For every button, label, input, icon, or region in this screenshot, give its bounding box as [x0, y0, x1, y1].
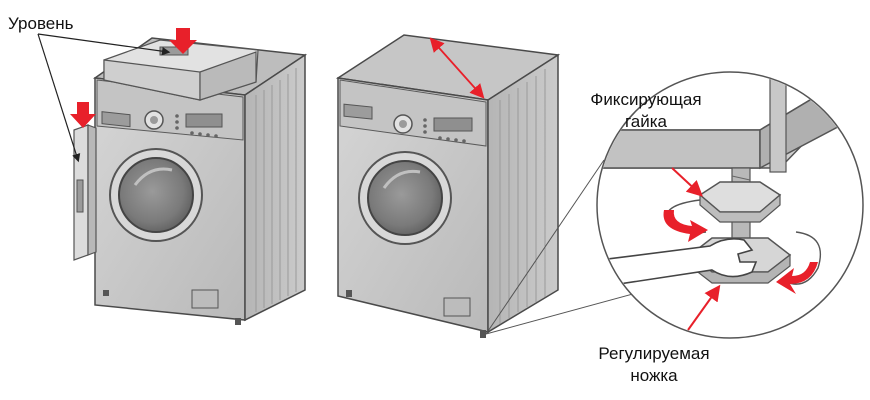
down-arrow-icon [70, 102, 96, 128]
washer-left [70, 28, 308, 325]
pointer-arrow-icon [687, 284, 721, 331]
label-adjustable-foot-line2: ножка [630, 366, 678, 385]
label-lock-nut-line2: гайка [624, 112, 668, 131]
rotate-arrow-icon [663, 210, 708, 242]
pointer-arrow-icon [671, 167, 703, 197]
zoom-lines [485, 159, 641, 335]
label-lock-nut-line1: Фиксирующая [590, 90, 702, 109]
label-adjustable-foot-line1: Регулируемая [598, 344, 710, 363]
diagonal-arrow-icon [429, 37, 485, 99]
label-level: Уровень [8, 14, 74, 33]
washer-right [335, 34, 561, 338]
level-leader-lines [37, 33, 171, 163]
foot-detail-circle [596, 71, 864, 339]
rotate-arrow-icon [776, 262, 818, 294]
down-arrow-icon [169, 28, 197, 54]
